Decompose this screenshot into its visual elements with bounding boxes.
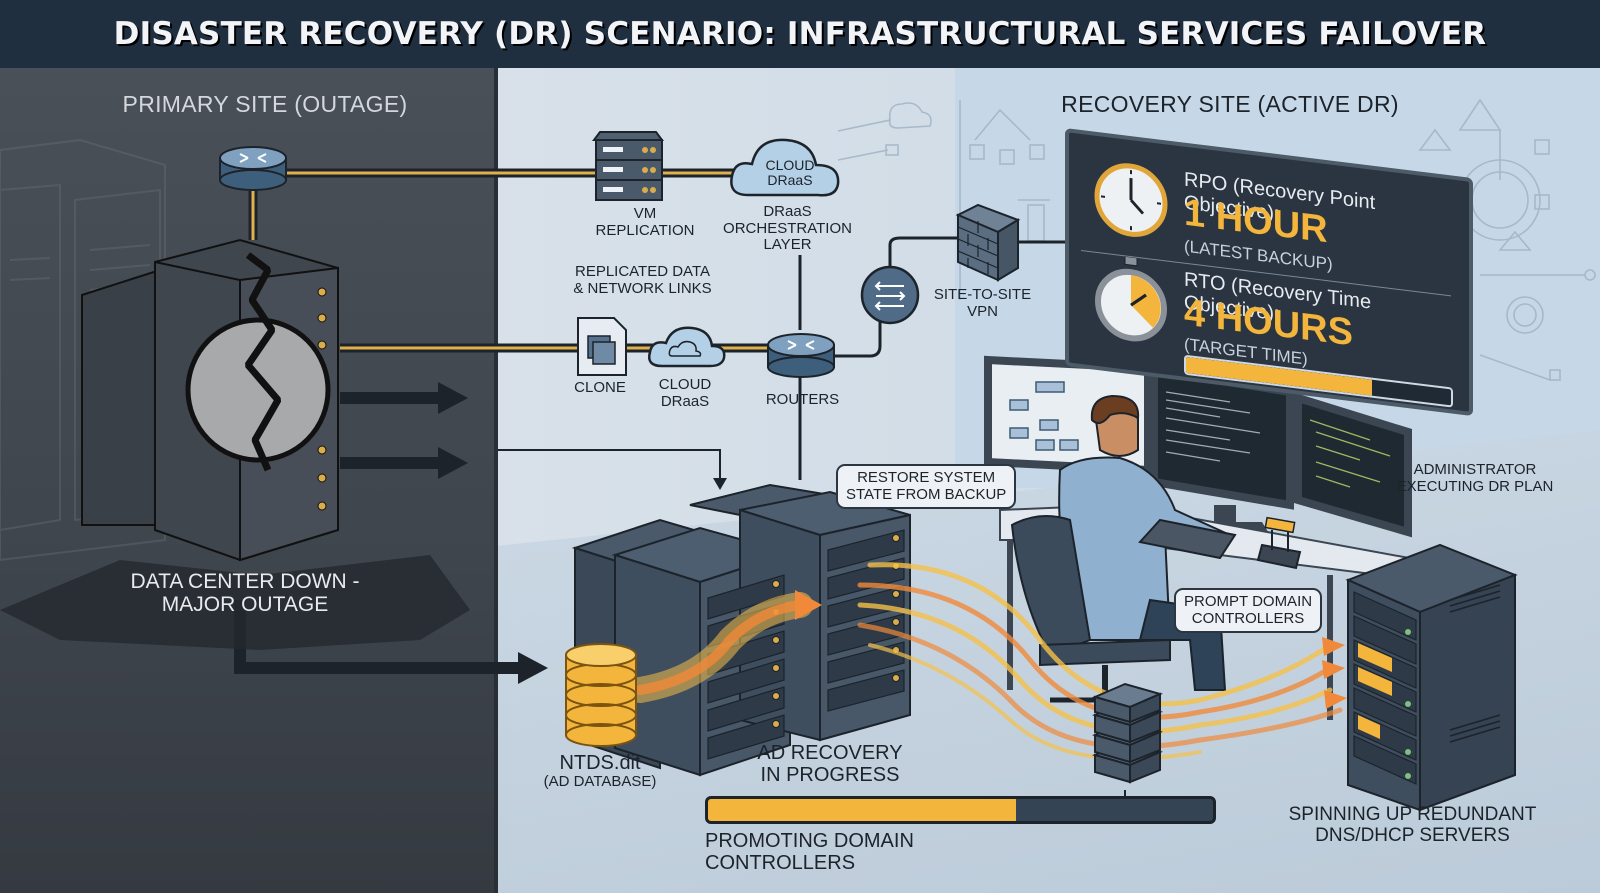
ad-recovery-label: AD RECOVERY IN PROGRESS <box>755 742 905 786</box>
dns-label-line1: SPINNING UP REDUNDANT <box>1288 804 1537 825</box>
orchestration-line1: DRaaS <box>763 203 812 220</box>
orchestration-line2: ORCHESTRATION <box>723 219 852 237</box>
cloud-draas-line2: DRaaS <box>767 172 813 189</box>
firewall-icon <box>955 203 1021 282</box>
vm-replication-line2: REPLICATION <box>595 221 695 239</box>
vm-replication-line1: VM <box>633 205 657 222</box>
vm-replication-label: VM REPLICATION <box>585 205 705 239</box>
vpn-label: SITE-TO-SITE VPN <box>925 286 1040 320</box>
ntds-db-name: NTDS.dit <box>559 752 641 774</box>
stopwatch-icon <box>1095 255 1167 342</box>
ntds-label: NTDS.dit (AD DATABASE) <box>540 752 660 791</box>
site-divider <box>494 68 498 893</box>
clone-document-icon <box>577 317 627 376</box>
prompt-callout: PROMPT DOMAIN CONTROLLERS <box>1174 588 1323 633</box>
prompt-callout-line2: CONTROLLERS <box>1191 610 1305 628</box>
replicated-links-line2: & NETWORK LINKS <box>573 279 712 297</box>
cloud-draas-line1: CLOUD <box>765 157 815 173</box>
cloud-draas-label: CLOUD DRaaS <box>645 376 725 410</box>
primary-site-title: PRIMARY SITE (OUTAGE) <box>122 91 408 117</box>
cloud-draas-label-line1: CLOUD <box>658 376 712 393</box>
database-icon <box>565 643 637 747</box>
primary-router-icon <box>219 146 287 191</box>
failed-server-icon <box>81 238 339 562</box>
admin-label-line1: ADMINISTRATOR <box>1413 461 1537 478</box>
vpn-line2: VPN <box>967 302 998 320</box>
header-bar: DISASTER RECOVERY (DR) SCENARIO: INFRAST… <box>0 0 1600 68</box>
promotion-label: PROMOTING DOMAIN CONTROLLERS <box>705 830 914 874</box>
prompt-callout-line1: PROMPT DOMAIN <box>1184 593 1313 610</box>
restore-callout: RESTORE SYSTEM STATE FROM BACKUP <box>836 464 1017 509</box>
admin-label: ADMINISTRATOR EXECUTING DR PLAN <box>1390 461 1560 495</box>
restore-callout-line1: RESTORE SYSTEM <box>857 469 996 486</box>
prompt-device-icon <box>1256 516 1302 570</box>
orchestration-label: DRaaS ORCHESTRATION LAYER <box>720 203 855 254</box>
restore-callout-line2: STATE FROM BACKUP <box>846 486 1007 504</box>
recovery-site-title: RECOVERY SITE (ACTIVE DR) <box>1061 91 1399 117</box>
dns-label-line2: DNS/DHCP SERVERS <box>1315 824 1510 846</box>
promotion-progress-bar <box>705 796 1216 824</box>
vm-replication-server-icon <box>592 131 664 201</box>
admin-label-line2: EXECUTING DR PLAN <box>1396 477 1554 495</box>
dns-dhcp-server-icon <box>1345 543 1518 812</box>
clone-label: CLONE <box>574 379 626 396</box>
switch-icon <box>860 265 920 325</box>
outage-status-line2: MAJOR OUTAGE <box>161 593 329 617</box>
replicated-links-label: REPLICATED DATA & NETWORK LINKS <box>560 263 725 297</box>
workstation-monitors-icon <box>984 355 1412 538</box>
cracked-floor <box>0 555 470 650</box>
dns-label: SPINNING UP REDUNDANT DNS/DHCP SERVERS <box>1285 804 1540 847</box>
small-cloud-icon <box>648 326 726 368</box>
ad-recovery-line2: IN PROGRESS <box>760 764 900 786</box>
cloud-draas-icon-label: CLOUD DRaaS <box>750 157 830 189</box>
rpo-rto-dashboard: RPO (Recovery Point Objective): 1 HOUR (… <box>1065 128 1473 417</box>
outage-status: DATA CENTER DOWN - MAJOR OUTAGE <box>110 570 380 616</box>
replicated-links-line1: REPLICATED DATA <box>574 263 711 280</box>
keyboard-icon <box>1138 518 1237 560</box>
cloud-draas-icon <box>730 138 840 197</box>
routers-label: ROUTERS <box>765 391 840 408</box>
outage-status-line1: DATA CENTER DOWN - <box>130 570 360 593</box>
replication-link-top <box>248 168 760 240</box>
data-flow-streams <box>627 562 1347 761</box>
vpn-line1: SITE-TO-SITE <box>933 286 1032 303</box>
orchestration-line3: LAYER <box>763 236 812 253</box>
cloud-draas-label-line2: DRaaS <box>660 392 710 410</box>
clock-icon <box>1094 163 1168 237</box>
page-title: DISASTER RECOVERY (DR) SCENARIO: INFRAST… <box>113 16 1487 52</box>
promotion-progress-fill <box>708 799 1017 821</box>
router-icon <box>767 333 835 378</box>
ad-recovery-line1: AD RECOVERY <box>757 742 903 764</box>
ntds-db-note: (AD DATABASE) <box>543 773 657 790</box>
stacked-server-icon <box>1092 682 1163 784</box>
